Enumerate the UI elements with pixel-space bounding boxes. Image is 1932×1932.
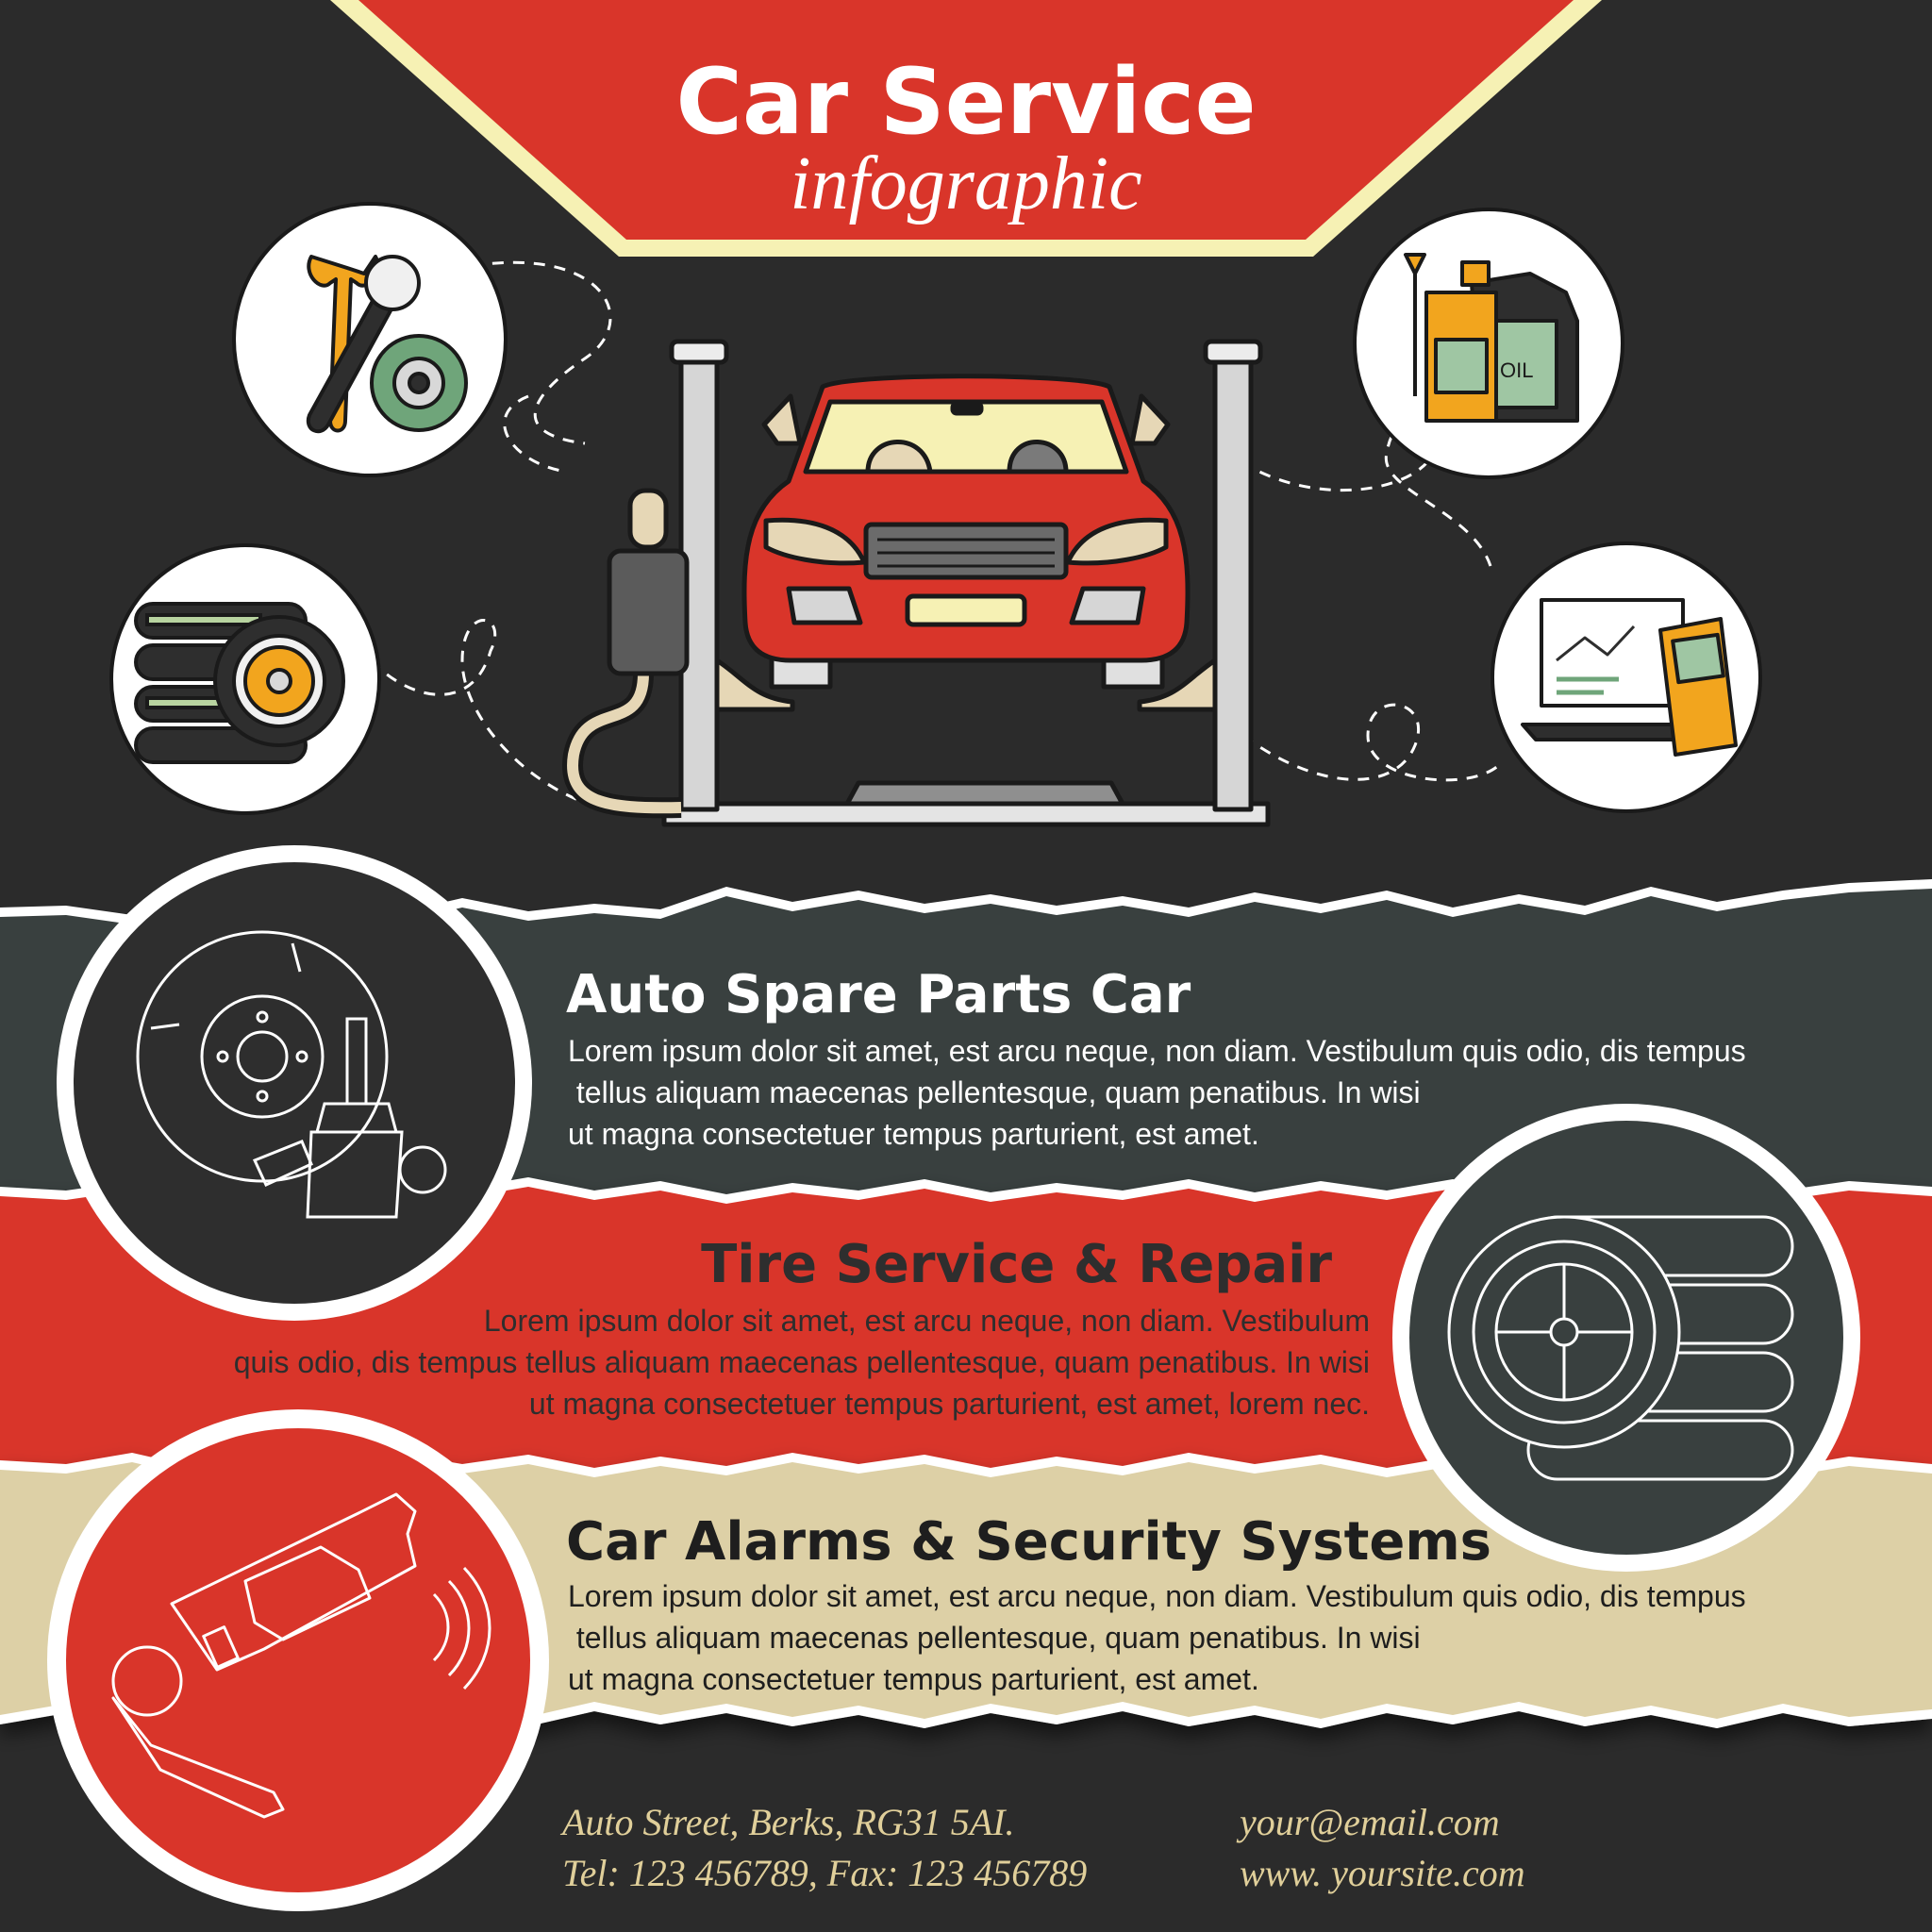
section-title-spare-parts: Auto Spare Parts Car bbox=[566, 964, 1191, 1025]
oil-canister-icon: OIL bbox=[1353, 208, 1624, 479]
section-body-spare-parts: Lorem ipsum dolor sit amet, est arcu neq… bbox=[568, 1034, 1746, 1151]
section-body-car-alarms: Lorem ipsum dolor sit amet, est arcu neq… bbox=[568, 1579, 1746, 1696]
diagnostic-laptop-icon bbox=[1491, 541, 1762, 813]
car-alarm-key-icon bbox=[47, 1409, 549, 1911]
footer-phone: Tel: 123 456789, Fax: 123 456789 bbox=[562, 1852, 1088, 1894]
tire-stack-icon bbox=[1392, 1104, 1860, 1572]
tires-wheel-icon bbox=[109, 543, 381, 815]
section-body-tire-service: Lorem ipsum dolor sit amet, est arcu neq… bbox=[233, 1304, 1370, 1421]
section-title-tire-service: Tire Service & Repair bbox=[701, 1234, 1332, 1295]
footer-email-link[interactable]: your@email.com bbox=[1240, 1801, 1500, 1843]
section-title-car-alarms: Car Alarms & Security Systems bbox=[566, 1511, 1492, 1573]
page-title: Car Service bbox=[675, 49, 1257, 155]
car-lift-icon bbox=[562, 339, 1271, 827]
header-banner bbox=[330, 0, 1602, 257]
brake-disc-icon bbox=[57, 845, 532, 1321]
footer-address: Auto Street, Berks, RG31 5AI. bbox=[562, 1801, 1015, 1843]
page-subtitle: infographic bbox=[790, 142, 1142, 225]
wrench-gear-icon bbox=[232, 202, 508, 477]
footer-website-link[interactable]: www. yoursite.com bbox=[1240, 1852, 1525, 1894]
oil-label: OIL bbox=[1500, 358, 1533, 382]
